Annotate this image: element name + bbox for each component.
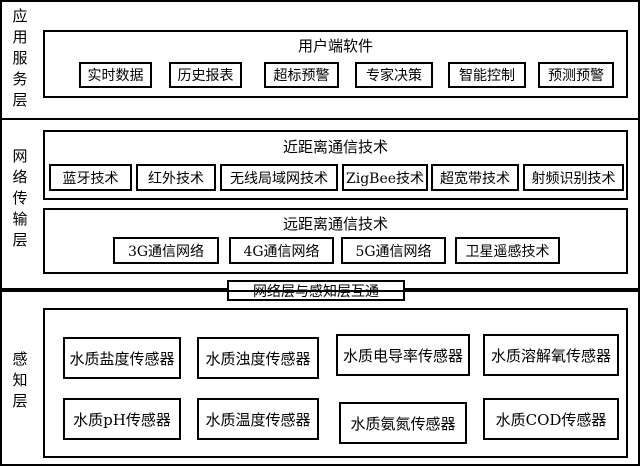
exceed-warning-box: 超标预警 xyxy=(264,62,339,88)
short-range-panel: 近距离通信技术 蓝牙技术 红外技术 无线局域网技术 ZigBee技术 超宽带技术… xyxy=(43,130,628,200)
bluetooth-box: 蓝牙技术 xyxy=(49,164,132,191)
long-range-panel: 远距离通信技术 3G通信网络 4G通信网络 5G通信网络 卫星遥感技术 xyxy=(43,208,628,274)
expert-decision-box: 专家决策 xyxy=(355,62,433,88)
intelligent-control-box: 智能控制 xyxy=(448,62,526,88)
ammonia-nitrogen-sensor-box: 水质氨氮传感器 xyxy=(339,402,467,444)
zigbee-box: ZigBee技术 xyxy=(342,164,428,191)
rfid-box: 射频识别技术 xyxy=(523,164,624,191)
wlan-box: 无线局域网技术 xyxy=(220,164,338,191)
5g-network-box: 5G通信网络 xyxy=(341,237,446,264)
dissolved-oxygen-sensor-box: 水质溶解氧传感器 xyxy=(483,334,619,376)
sensors-panel: 水质盐度传感器 水质浊度传感器 水质电导率传感器 水质溶解氧传感器 水质pH传感… xyxy=(43,308,628,458)
user-software-title: 用户端软件 xyxy=(297,37,373,55)
temperature-sensor-box: 水质温度传感器 xyxy=(197,398,319,440)
ph-sensor-box: 水质pH传感器 xyxy=(63,398,181,440)
short-range-title: 近距离通信技术 xyxy=(282,138,388,156)
forecast-warning-box: 预测预警 xyxy=(538,62,614,88)
conductivity-sensor-box: 水质电导率传感器 xyxy=(336,334,470,376)
perception-layer-label: 感 知 层 xyxy=(12,350,28,410)
salinity-sensor-box: 水质盐度传感器 xyxy=(63,337,181,379)
long-range-title: 远距离通信技术 xyxy=(282,215,388,233)
application-layer-label: 应 用 服 务 层 xyxy=(12,7,28,109)
satellite-remote-sensing-box: 卫星遥感技术 xyxy=(455,237,560,264)
user-software-panel: 用户端软件 实时数据 历史报表 超标预警 专家决策 智能控制 预测预警 xyxy=(43,30,628,98)
cod-sensor-box: 水质COD传感器 xyxy=(483,398,619,440)
uwb-box: 超宽带技术 xyxy=(431,164,519,191)
network-layer-label: 网 络 传 输 层 xyxy=(12,147,28,249)
4g-network-box: 4G通信网络 xyxy=(229,237,334,264)
infrared-box: 红外技术 xyxy=(136,164,216,191)
realtime-data-box: 实时数据 xyxy=(79,62,152,88)
perception-layer xyxy=(0,290,640,466)
history-report-box: 历史报表 xyxy=(169,62,242,88)
turbidity-sensor-box: 水质浊度传感器 xyxy=(197,337,319,379)
3g-network-box: 3G通信网络 xyxy=(113,237,219,264)
